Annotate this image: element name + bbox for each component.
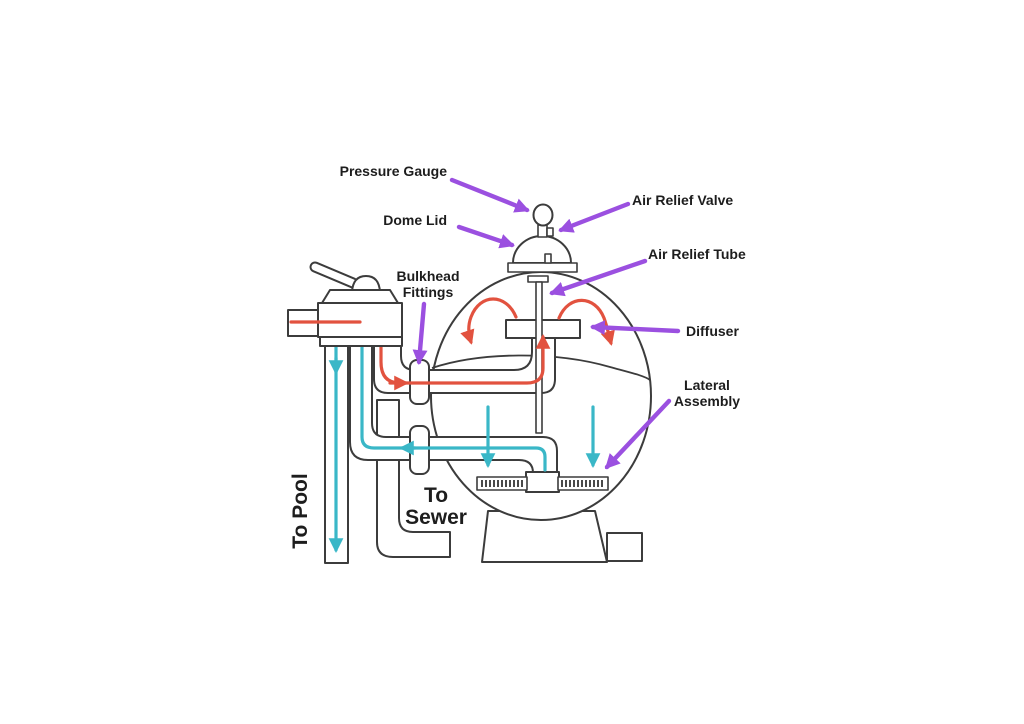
lateral-assembly-arrow <box>604 398 672 470</box>
multiport-valve <box>287 261 403 347</box>
label-to-sewer-2: Sewer <box>405 506 467 529</box>
pressure-gauge-arrow <box>449 177 530 213</box>
pressure-gauge-shape <box>532 203 554 227</box>
label-air-relief-valve: Air Relief Valve <box>632 192 733 208</box>
air-relief-valve-arrow <box>558 201 631 233</box>
label-pressure-gauge: Pressure Gauge <box>340 163 448 179</box>
label-diffuser: Diffuser <box>686 323 739 339</box>
label-bulkhead-fittings-1: Bulkhead <box>396 268 459 284</box>
dome-lid-shape <box>512 235 572 264</box>
sand-surface-line <box>431 354 651 381</box>
air-relief-tube <box>527 275 549 434</box>
label-lateral-assembly-1: Lateral <box>684 377 730 393</box>
diffuser-plate <box>505 319 581 339</box>
valve-lid <box>321 289 399 304</box>
valve-handle <box>311 263 357 287</box>
lateral-slots-right <box>561 480 605 487</box>
dome-lid-nub <box>544 253 552 264</box>
bulkhead-fitting-lower <box>409 425 430 475</box>
label-to-pool: To Pool <box>289 473 312 548</box>
label-air-relief-tube: Air Relief Tube <box>648 246 746 262</box>
base-foot <box>606 532 643 562</box>
air-relief-valve-shape <box>546 227 554 237</box>
dome-lid-arrow <box>456 224 515 249</box>
label-lateral-assembly-2: Assembly <box>674 393 740 409</box>
tank-top-fittings <box>507 203 578 273</box>
inflow-spray-left <box>460 297 518 345</box>
dome-lid-flange <box>507 262 578 273</box>
lateral-assembly <box>476 471 609 493</box>
gauge-stem <box>537 224 548 238</box>
lateral-slots-left <box>480 480 524 487</box>
label-pointers <box>412 177 681 470</box>
bulkhead-fittings-arrow <box>412 301 428 365</box>
labels: Pressure Gauge Air Relief Valve Dome Lid… <box>289 163 746 549</box>
label-bulkhead-fittings-2: Fittings <box>403 284 454 300</box>
inflow-spray-right <box>557 298 615 346</box>
label-dome-lid: Dome Lid <box>383 212 447 228</box>
valve-knob <box>351 275 381 293</box>
diffuser-arrow <box>590 320 681 336</box>
air-relief-tube-cap <box>527 275 549 283</box>
lateral-hub <box>525 471 560 493</box>
air-relief-tube-pipe <box>535 281 543 434</box>
valve-body <box>317 302 403 338</box>
valve-flange <box>319 336 403 347</box>
air-relief-tube-arrow <box>549 258 648 297</box>
label-to-sewer-1: To <box>424 484 448 507</box>
